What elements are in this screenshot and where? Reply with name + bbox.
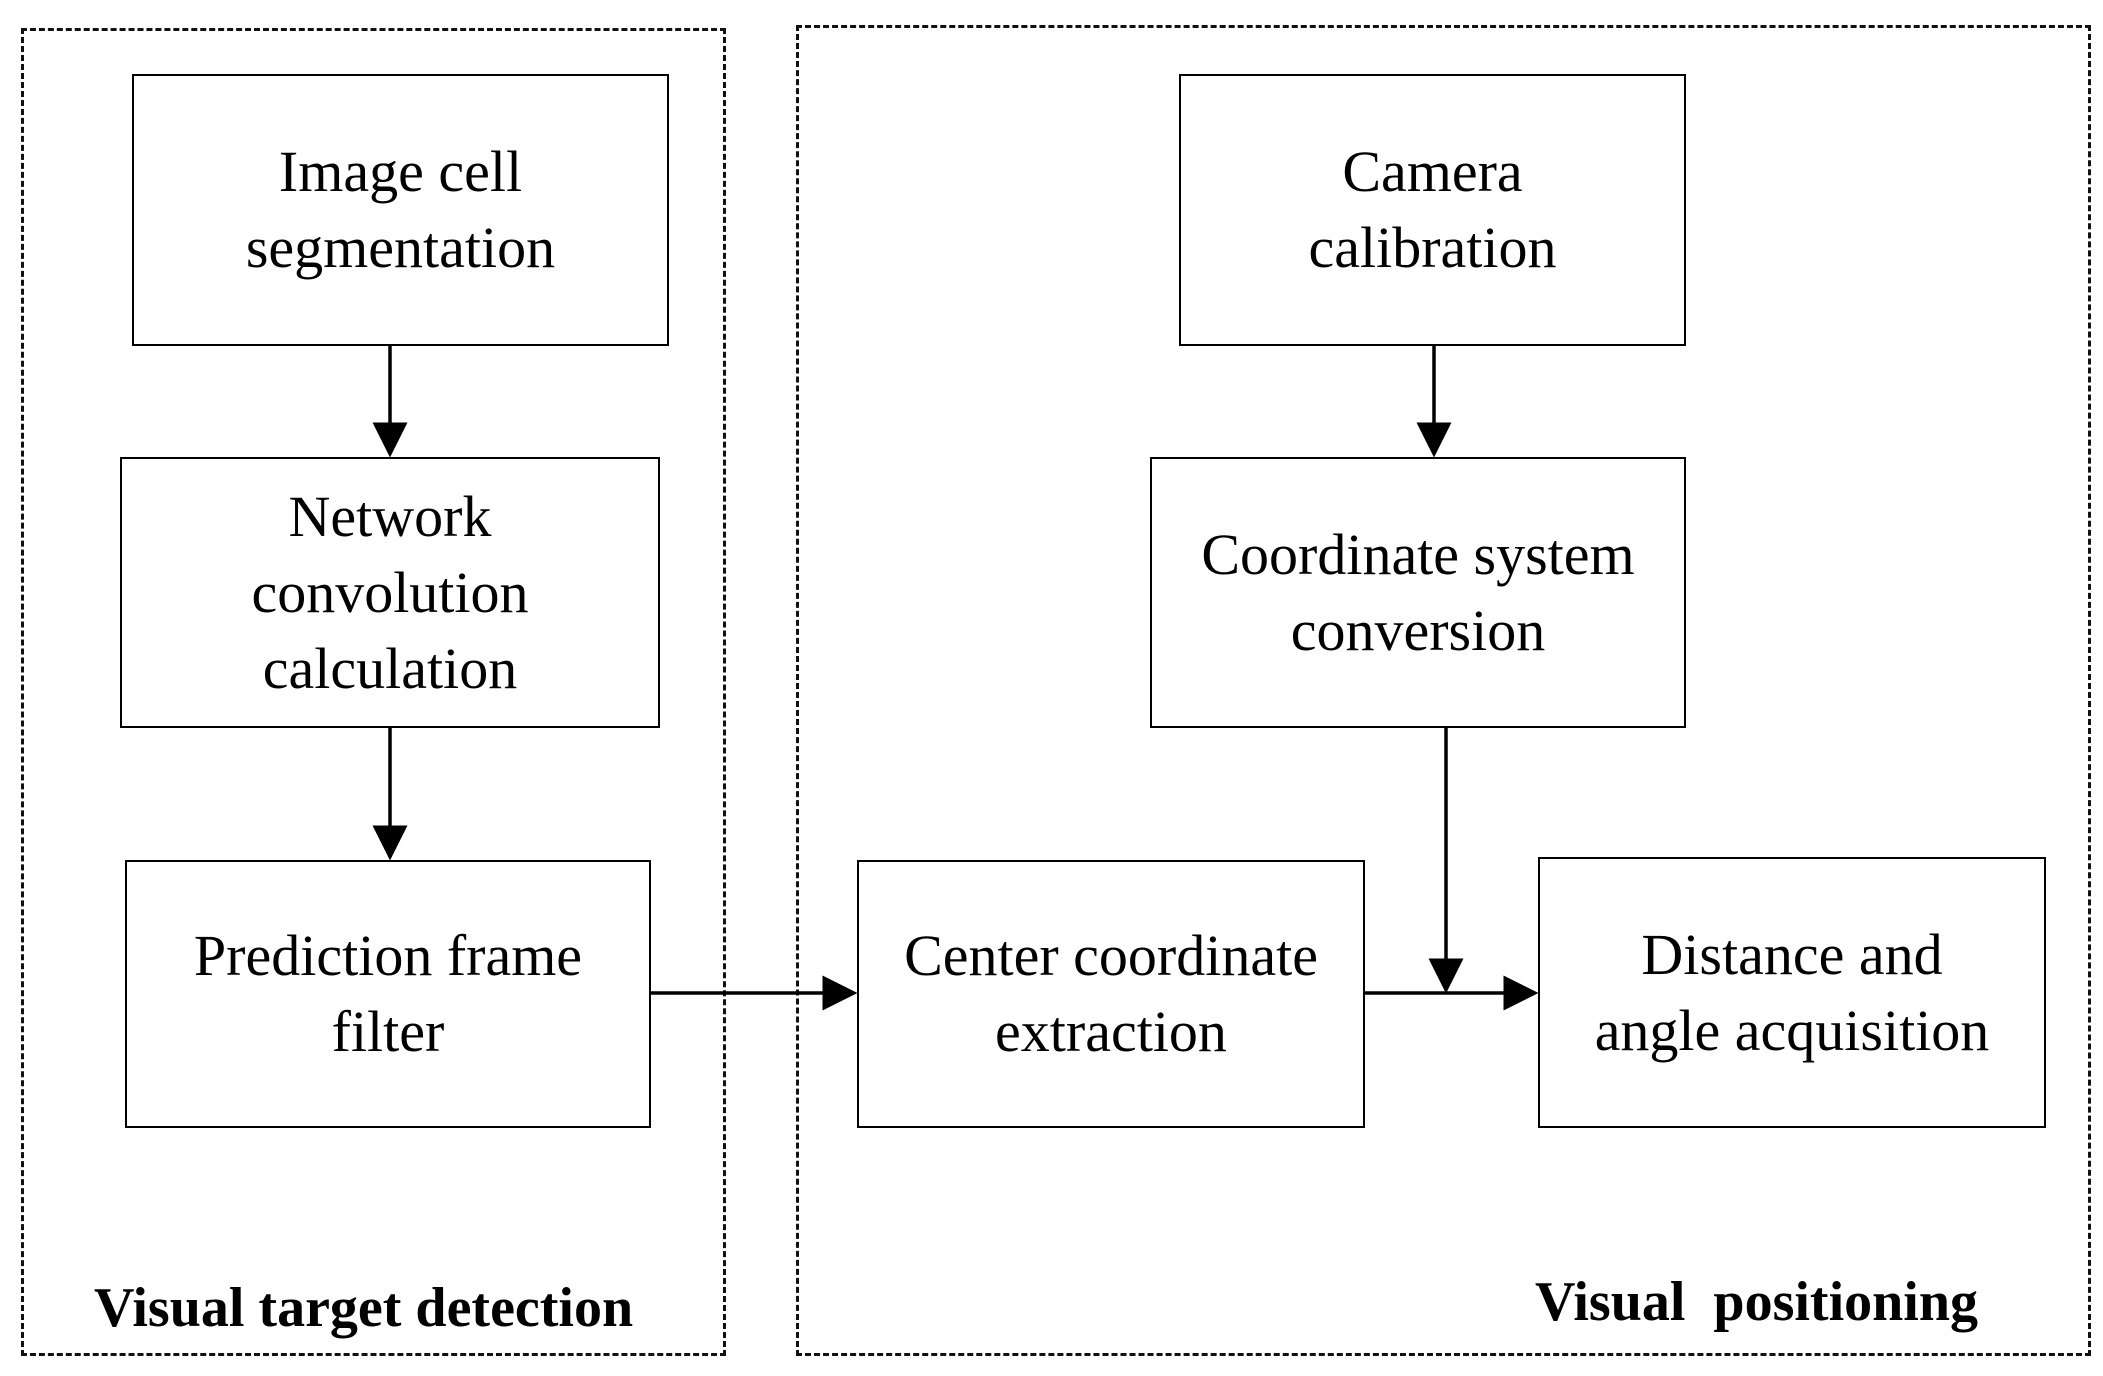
group-visual-target-detection	[21, 28, 726, 1356]
node-label: Coordinate system conversion	[1201, 521, 1635, 663]
node-label: Camera calibration	[1308, 139, 1557, 280]
node-prediction-frame-filter: Prediction frame filter	[125, 860, 651, 1128]
group-title-visual-target-detection: Visual target detection	[94, 1277, 634, 1339]
node-distance-and-angle-acquisition: Distance and angle acquisition	[1538, 857, 2046, 1128]
node-label: Prediction frame filter	[193, 923, 583, 1064]
node-coordinate-system-conversion: Coordinate system conversion	[1150, 457, 1686, 728]
node-network-convolution-calculation: Network convolution calculation	[120, 457, 660, 728]
node-camera-calibration: Camera calibration	[1179, 74, 1686, 346]
node-label: Distance and angle acquisition	[1594, 921, 1990, 1063]
group-visual-positioning	[796, 25, 2091, 1356]
node-label: Network convolution calculation	[251, 483, 529, 701]
node-center-coordinate-extraction: Center coordinate extraction	[857, 860, 1365, 1128]
group-title-visual-positioning: Visual positioning	[1535, 1271, 1978, 1333]
node-label: Center coordinate extraction	[904, 923, 1318, 1064]
node-image-cell-segmentation: Image cell segmentation	[132, 74, 669, 346]
node-label: Image cell segmentation	[245, 139, 556, 280]
